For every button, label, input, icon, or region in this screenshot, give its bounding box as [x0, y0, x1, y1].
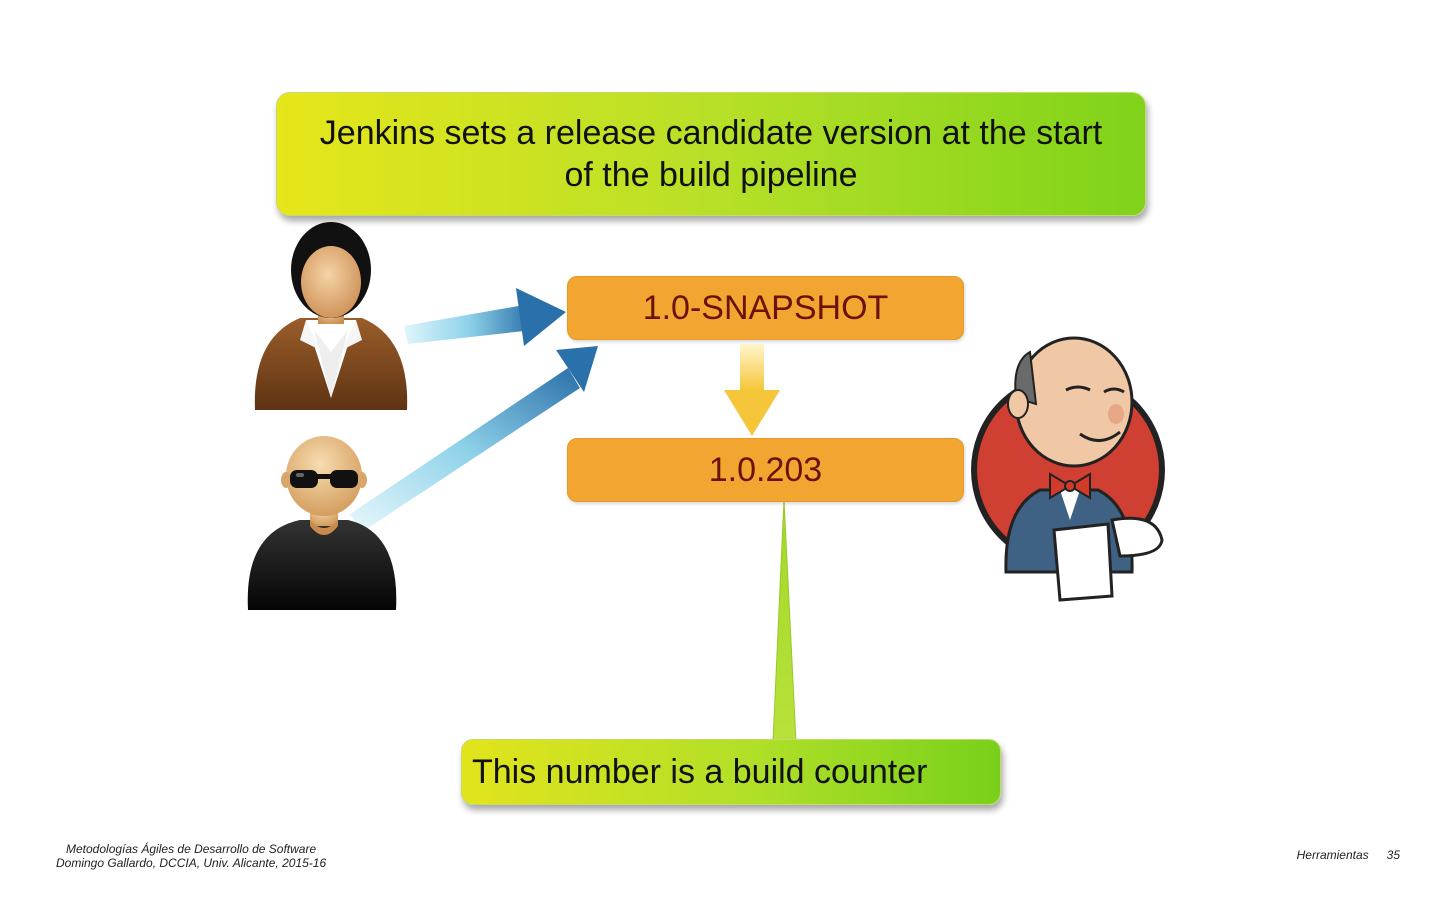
- build-counter-callout: This number is a build counter: [461, 739, 1001, 805]
- release-version-label: 1.0.203: [708, 450, 823, 489]
- down-arrow-icon: [724, 344, 780, 436]
- snapshot-version-label: 1.0-SNAPSHOT: [642, 288, 889, 327]
- footer-page-info: Herramientas 35: [1297, 848, 1400, 862]
- footer-section: Herramientas: [1296, 848, 1369, 862]
- jenkins-butler-icon: [971, 336, 1165, 602]
- arrow-right-icon: [404, 288, 566, 346]
- headline-text: Jenkins sets a release candidate version…: [319, 114, 1103, 194]
- footer-credits: Metodologías Ágiles de Desarrollo de Sof…: [56, 842, 326, 870]
- callout-pointer: [772, 499, 797, 743]
- footer-author: Domingo Gallardo, DCCIA, Univ. Alicante,…: [56, 856, 327, 870]
- headline-callout: Jenkins sets a release candidate version…: [276, 92, 1146, 216]
- build-counter-text: This number is a build counter: [472, 752, 928, 791]
- snapshot-version-box: 1.0-SNAPSHOT: [567, 276, 964, 340]
- page-number: 35: [1386, 848, 1400, 862]
- footer-course: Metodologías Ágiles de Desarrollo de Sof…: [66, 842, 317, 856]
- woman-developer-icon: [254, 222, 408, 410]
- man-sunglasses-developer-icon: [247, 436, 397, 610]
- arrow-up-right-icon: [350, 346, 598, 532]
- release-version-box: 1.0.203: [567, 438, 964, 502]
